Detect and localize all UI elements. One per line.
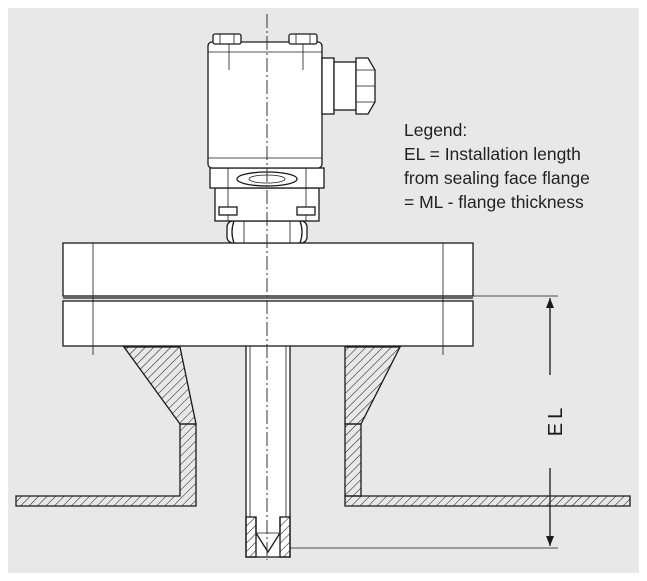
- legend-line-3: = ML - flange thickness: [404, 192, 584, 212]
- legend-heading: Legend:: [404, 120, 468, 140]
- cable-gland: [321, 57, 376, 115]
- el-dimension-label: EL: [545, 404, 567, 436]
- flange: [62, 242, 474, 355]
- el-dimension: EL: [290, 295, 567, 549]
- legend: Legend: EL = Installation length from se…: [404, 118, 590, 214]
- tank-nozzle: [15, 346, 631, 507]
- sensor-housing: [207, 33, 323, 169]
- legend-line-1: EL = Installation length: [404, 144, 581, 164]
- legend-line-2: from sealing face flange: [404, 168, 590, 188]
